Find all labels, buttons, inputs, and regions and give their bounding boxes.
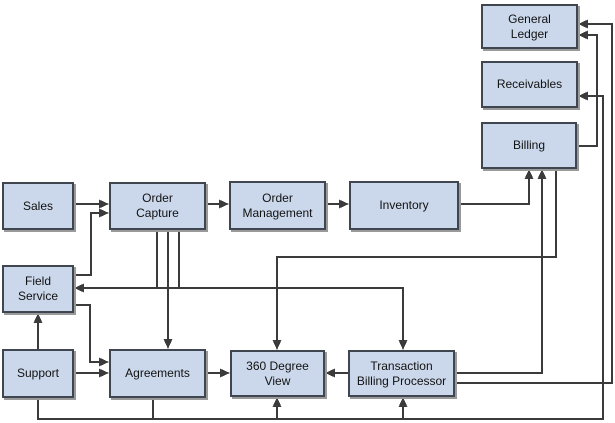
node-support: Support: [2, 349, 74, 398]
node-billing: Billing: [481, 122, 577, 169]
node-inventory: Inventory: [349, 181, 459, 230]
node-360-degree-view: 360 Degree View: [230, 350, 325, 397]
node-transaction-billing-processor: Transaction Billing Processor: [348, 350, 455, 397]
node-order-capture: Order Capture: [109, 182, 206, 230]
node-general-ledger: General Ledger: [481, 4, 578, 49]
node-agreements: Agreements: [109, 349, 206, 398]
node-sales: Sales: [2, 182, 74, 230]
node-order-management: Order Management: [229, 181, 326, 230]
node-field-service: Field Service: [2, 265, 74, 313]
edge-lines: [37, 23, 613, 420]
edge-arrowheads: [33, 19, 588, 407]
node-receivables: Receivables: [481, 61, 578, 108]
